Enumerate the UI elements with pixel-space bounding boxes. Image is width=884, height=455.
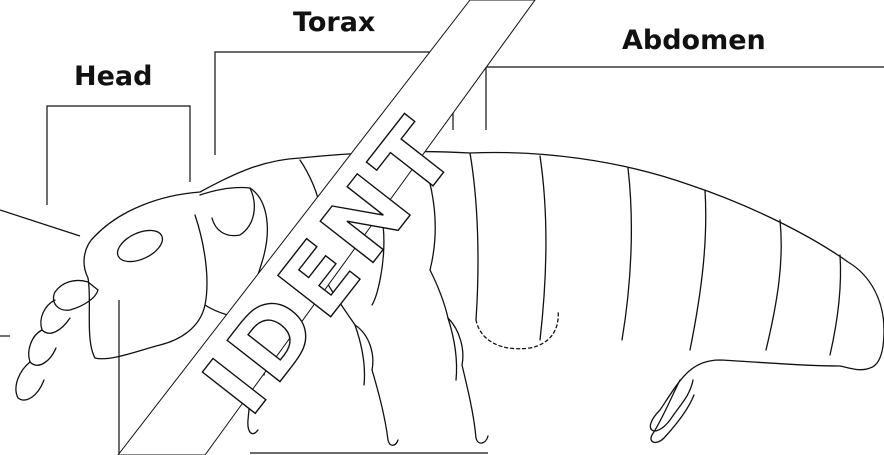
- abdomen-bracket: [486, 67, 884, 130]
- abdomen-seg-2: [540, 156, 546, 340]
- antenna: [16, 280, 98, 400]
- head-outline: [84, 215, 207, 359]
- furcula: [651, 380, 694, 442]
- left-leader-line: [0, 210, 80, 236]
- abdomen-seg-4: [690, 190, 706, 350]
- eye: [113, 224, 167, 268]
- head-label: Head: [74, 63, 152, 90]
- abdomen-bulge: [476, 310, 558, 349]
- abdomen-label: Abdomen: [622, 27, 766, 54]
- abdomen-seg-3: [622, 168, 631, 340]
- watermark: IDENT: [118, 0, 535, 455]
- head-bracket: [47, 106, 190, 205]
- torax-label: Torax: [293, 9, 375, 36]
- watermark-text: IDENT: [183, 97, 479, 433]
- head-plate: [200, 187, 254, 235]
- leg-hind: [430, 270, 488, 443]
- abdomen-seg-1: [470, 153, 478, 320]
- abdomen-seg-6: [830, 255, 841, 355]
- abdomen-seg-5: [766, 220, 781, 350]
